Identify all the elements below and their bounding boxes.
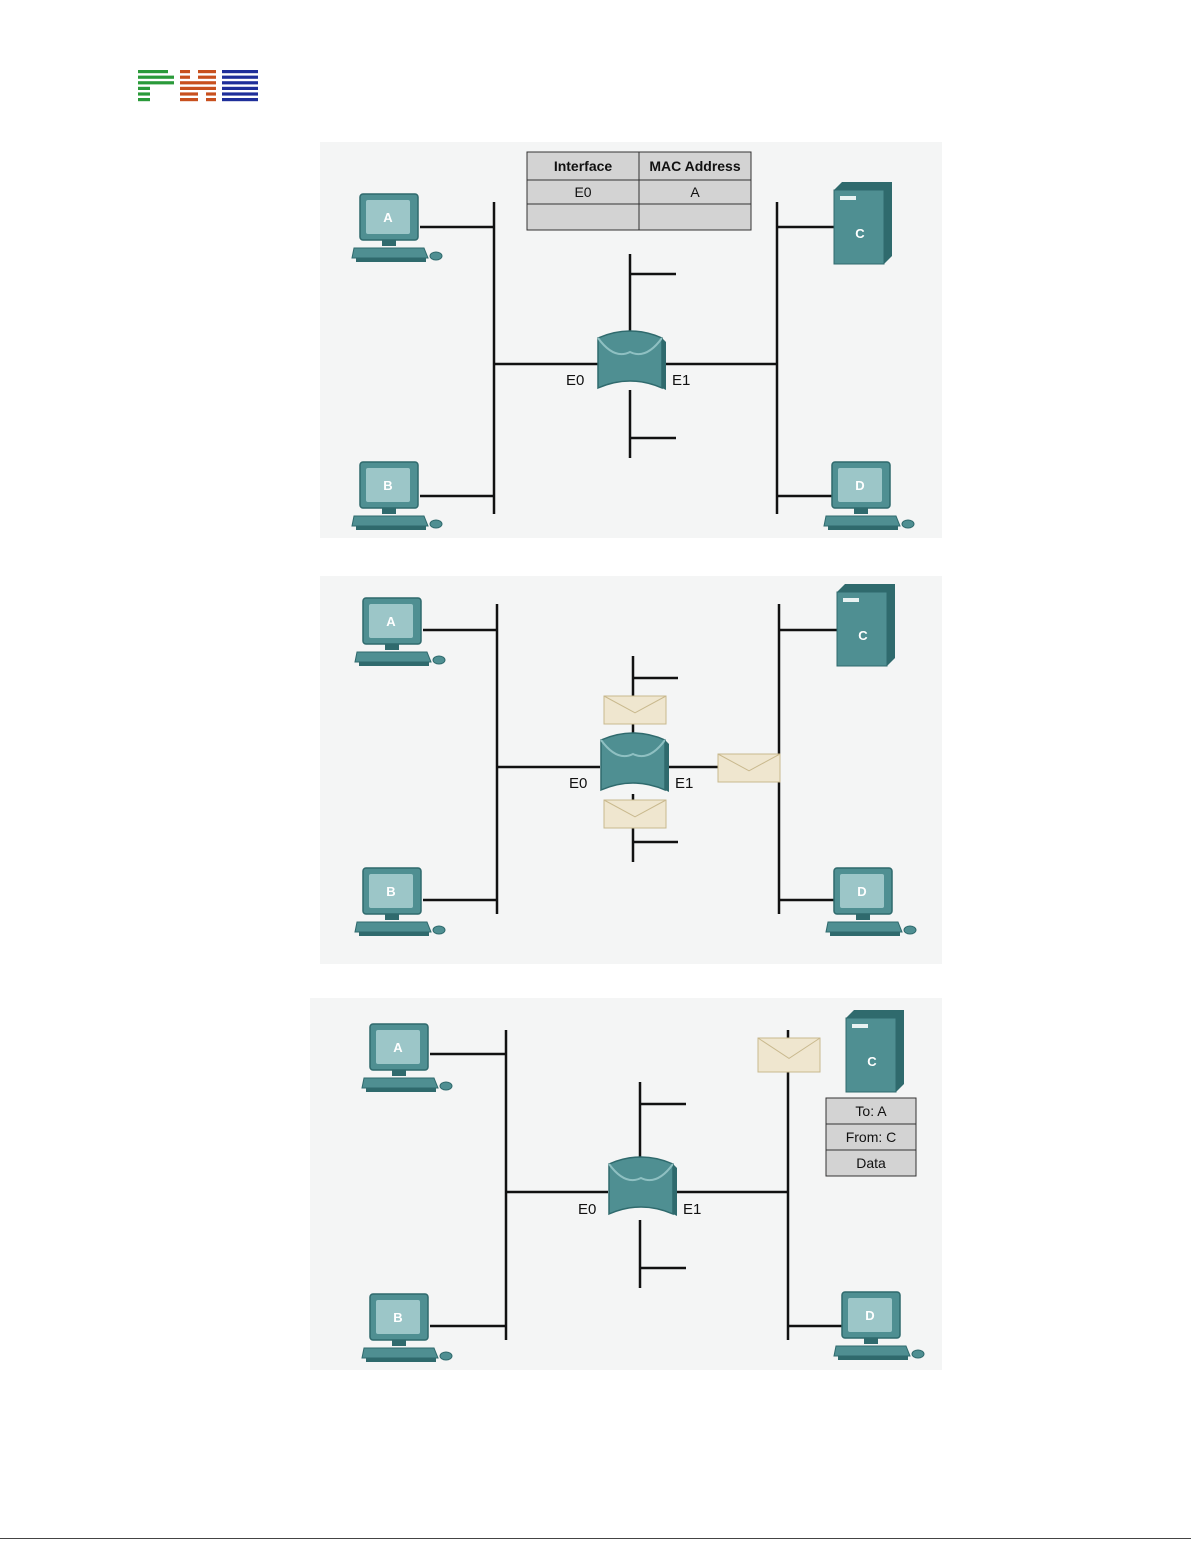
svg-text:B: B — [393, 1310, 402, 1325]
port-e0-label: E0 — [578, 1201, 596, 1218]
svg-text:A: A — [393, 1040, 403, 1055]
port-e0-label: E0 — [569, 775, 587, 792]
server-c[interactable]: C — [834, 182, 892, 264]
frame-envelope-icon — [604, 696, 666, 724]
bridge-icon[interactable] — [609, 1157, 677, 1216]
svg-text:D: D — [855, 478, 864, 493]
logo-letter-2 — [180, 70, 216, 104]
table-header-interface: Interface — [554, 158, 613, 174]
svg-text:D: D — [857, 884, 866, 899]
port-e1-label: E1 — [675, 775, 693, 792]
pnm-logo: PNM — [138, 70, 260, 104]
svg-text:C: C — [855, 226, 865, 241]
bridge-icon[interactable] — [598, 331, 666, 390]
port-e0-label: E0 — [566, 372, 584, 389]
frame-envelope-icon — [758, 1038, 820, 1072]
svg-text:A: A — [383, 210, 393, 225]
frame-payload: Data — [856, 1155, 886, 1171]
frame-header-box: To: A From: C Data — [826, 1098, 916, 1176]
port-e1-label: E1 — [672, 372, 690, 389]
svg-text:C: C — [858, 628, 868, 643]
port-e1-label: E1 — [683, 1201, 701, 1218]
svg-text:A: A — [386, 614, 396, 629]
server-c[interactable]: C — [846, 1010, 904, 1092]
svg-text:B: B — [386, 884, 395, 899]
table-cell: A — [690, 184, 700, 200]
svg-text:D: D — [865, 1308, 874, 1323]
table-cell: E0 — [574, 184, 591, 200]
page-bottom-rule — [0, 1538, 1191, 1539]
server-c[interactable]: C — [837, 584, 895, 666]
svg-text:C: C — [867, 1054, 877, 1069]
frame-source: From: C — [846, 1129, 897, 1145]
diagram-flooding-step: A B C D E0 E1 — [320, 576, 942, 964]
diagram-learning-step: A B C D E0 E1 Interface MAC Address E0 — [320, 142, 942, 538]
mac-address-table: Interface MAC Address E0 A — [527, 152, 751, 230]
bridge-icon[interactable] — [601, 733, 669, 792]
logo-letter-1 — [138, 70, 174, 104]
table-header-mac: MAC Address — [649, 158, 740, 174]
frame-envelope-icon — [604, 800, 666, 828]
frame-envelope-icon — [718, 754, 780, 782]
svg-text:B: B — [383, 478, 392, 493]
diagram-filtering-step: A B C D E0 E1 To: A From: C Data — [310, 998, 942, 1370]
frame-destination: To: A — [855, 1103, 887, 1119]
logo-letter-3 — [222, 70, 258, 101]
